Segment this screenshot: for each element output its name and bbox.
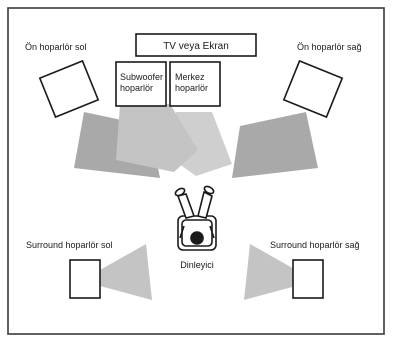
center-label-line2: hoparlör bbox=[175, 83, 208, 93]
room-frame bbox=[7, 7, 385, 335]
subwoofer-label-line1: Subwoofer bbox=[120, 72, 163, 82]
front-right-sound-wave bbox=[232, 112, 318, 178]
center-label-line1: Merkez bbox=[175, 72, 205, 82]
surround-right-sound-wave bbox=[244, 244, 296, 300]
center-speaker-box bbox=[169, 61, 221, 107]
subwoofer-speaker-box bbox=[115, 61, 167, 107]
listener-label: Dinleyici bbox=[180, 260, 214, 270]
surround-left-speaker bbox=[69, 259, 101, 299]
tv-screen-box bbox=[135, 33, 257, 57]
front-right-label: Ön hoparlör sağ bbox=[297, 42, 362, 52]
tv-label: TV veya Ekran bbox=[163, 41, 229, 52]
front-right-speaker bbox=[282, 59, 344, 119]
front-left-speaker bbox=[38, 59, 100, 119]
person-in-chair-icon bbox=[174, 185, 217, 251]
front-left-label: Ön hoparlör sol bbox=[25, 42, 87, 52]
subwoofer-label-line2: hoparlör bbox=[120, 83, 153, 93]
surround-right-label: Surround hoparlör sağ bbox=[270, 240, 360, 250]
surround-left-label: Surround hoparlör sol bbox=[26, 240, 113, 250]
surround-left-sound-wave bbox=[100, 244, 152, 300]
subwoofer-sound-wave bbox=[116, 104, 198, 172]
surround-right-speaker bbox=[292, 259, 324, 299]
